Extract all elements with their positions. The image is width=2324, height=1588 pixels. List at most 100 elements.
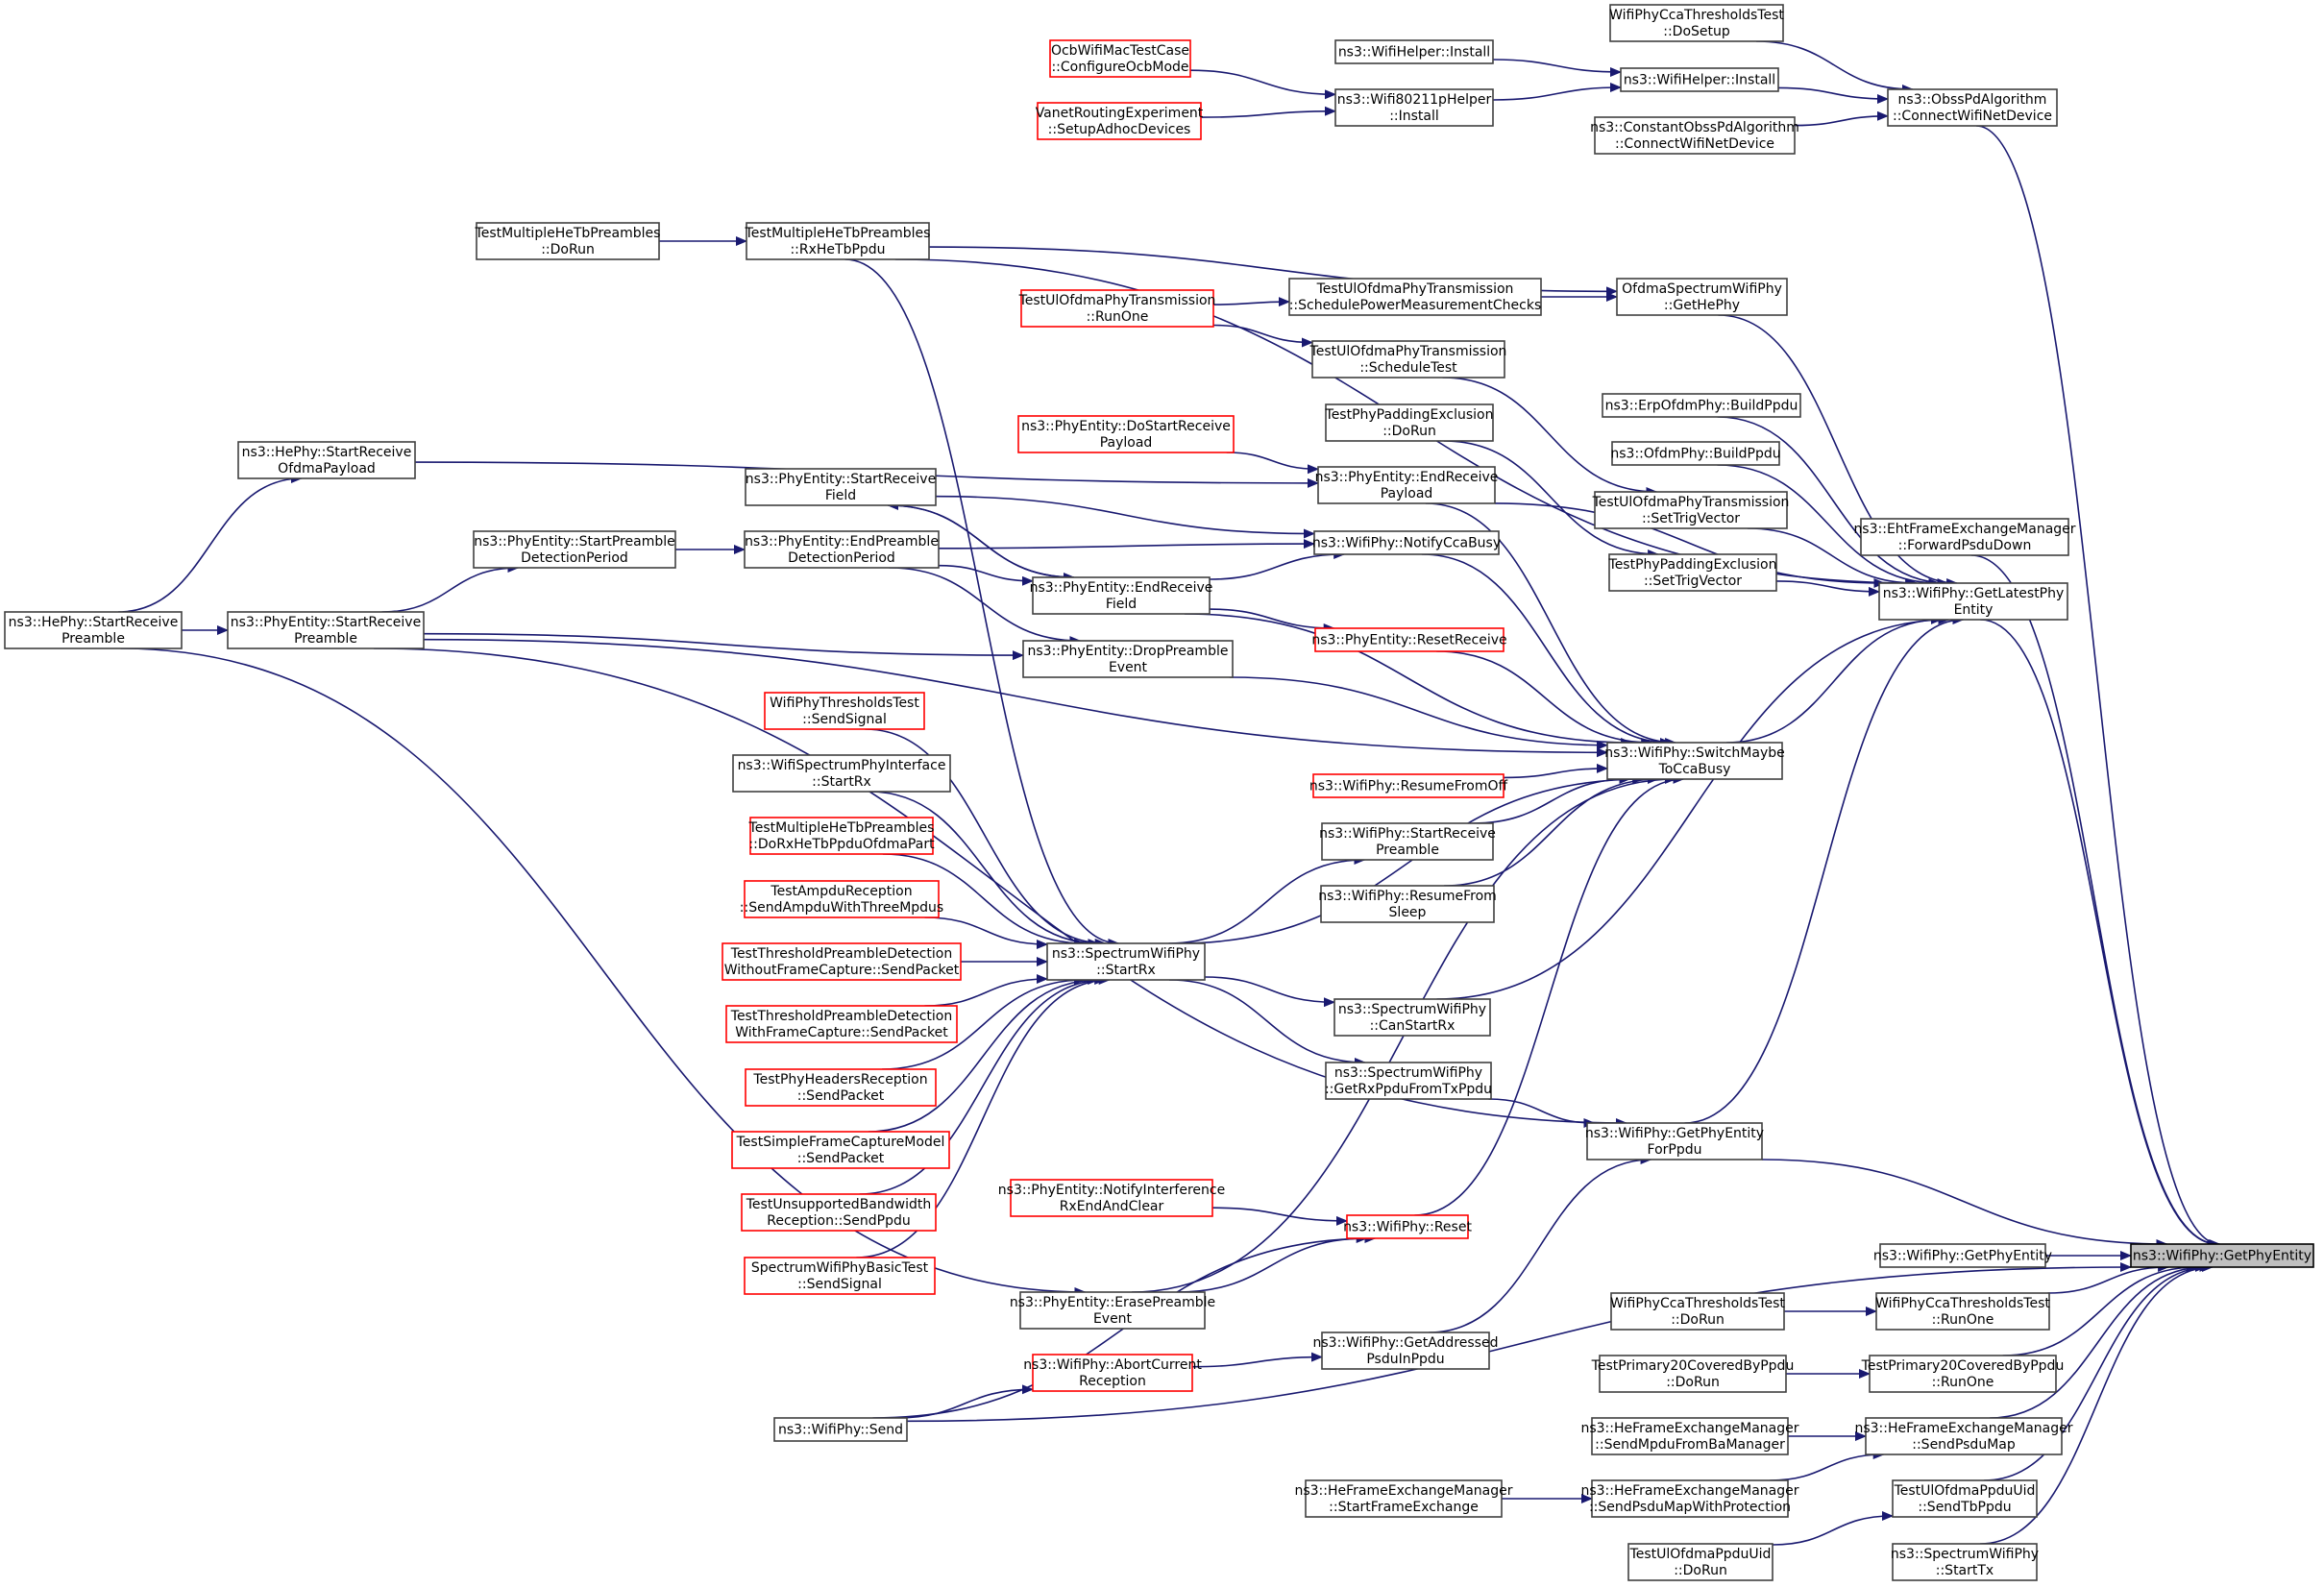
graph-node-ns3-spectrumwifiphy-starttx[interactable]: ns3::SpectrumWifiPhy::StartTx bbox=[1891, 1543, 2039, 1581]
graph-node-wifiphyccathresholdstest-dosetup[interactable]: WifiPhyCcaThresholdsTest::DoSetup bbox=[1609, 4, 1784, 42]
graph-node-ns3-heframeexchangemanager-sendpsdumap[interactable]: ns3::HeFrameExchangeManager::SendPsduMap bbox=[1854, 1417, 2073, 1455]
node-box bbox=[1602, 393, 1801, 418]
graph-node-testunsupportedbandwidthreception-sendppdu[interactable]: TestUnsupportedBandwidthReception::SendP… bbox=[741, 1193, 937, 1232]
graph-node-wifiphyccathresholdstest-dorun[interactable]: WifiPhyCcaThresholdsTest::DoRun bbox=[1610, 1292, 1785, 1331]
edge-arrow-ccaDoSetup-to-obssConnect bbox=[1755, 40, 1914, 94]
call-edge bbox=[856, 975, 1111, 1258]
graph-node-testmultiplehetbpreambles-dorun[interactable]: TestMultipleHeTbPreambles::DoRun bbox=[475, 222, 661, 260]
graph-node-ns3-heframeexchangemanager-sendpsdumapwithprotection[interactable]: ns3::HeFrameExchangeManager::SendPsduMap… bbox=[1580, 1479, 1799, 1518]
edge-arrow-abortCurrent-to-getAddressed bbox=[1191, 1352, 1323, 1368]
graph-node-testmultiplehetbpreambles-rxhetbppdu[interactable]: TestMultipleHeTbPreambles::RxHeTbPpdu bbox=[745, 222, 931, 260]
node-label: ns3::PhyEntity::StartReceive bbox=[746, 472, 936, 487]
graph-node-ns3-spectrumwifiphy-canstartrx[interactable]: ns3::SpectrumWifiPhy::CanStartRx bbox=[1333, 998, 1491, 1037]
graph-node-ns3-wifiphy-reset[interactable]: ns3::WifiPhy::Reset bbox=[1343, 1214, 1472, 1239]
node-label: ns3::SpectrumWifiPhy bbox=[1052, 946, 1200, 962]
graph-node-testprimary20coveredbyppdu-runone[interactable]: TestPrimary20CoveredByPpdu::RunOne bbox=[1861, 1355, 2065, 1393]
graph-node-wifiphythresholdstest-sendsignal[interactable]: WifiPhyThresholdsTest::SendSignal bbox=[764, 692, 925, 730]
call-edge bbox=[1436, 650, 1653, 747]
call-edge bbox=[423, 638, 1608, 758]
graph-node-ns3-constantobsspdalgorithm-connectwifinetdevice[interactable]: ns3::ConstantObssPdAlgorithm::ConnectWif… bbox=[1590, 116, 1799, 155]
graph-node-wifiphyccathresholdstest-runone[interactable]: WifiPhyCcaThresholdsTest::RunOne bbox=[1875, 1292, 2050, 1331]
node-label: ::StartRx bbox=[1096, 963, 1156, 978]
call-edge bbox=[906, 1262, 2132, 1423]
graph-node-testprimary20coveredbyppdu-dorun[interactable]: TestPrimary20CoveredByPpdu::DoRun bbox=[1591, 1355, 1795, 1393]
edge-arrow-endPreDet-to-notifyCcaBusy bbox=[938, 539, 1315, 550]
graph-node-ns3-wifi80211phelper-install[interactable]: ns3::Wifi80211pHelper::Install bbox=[1334, 88, 1494, 127]
graph-node-testphypaddingexclusion-dorun[interactable]: TestPhyPaddingExclusion::DoRun bbox=[1325, 403, 1494, 442]
call-edge bbox=[1979, 1262, 2214, 1545]
graph-node-vanetroutingexperiment-setupadhocdevices[interactable]: VanetRoutingExperiment::SetupAdhocDevice… bbox=[1036, 102, 1204, 140]
graph-node-testthresholdpreambledetectionwithoutframecapture-sendpacket[interactable]: TestThresholdPreambleDetectionWithoutFra… bbox=[722, 942, 962, 981]
graph-node-testulofdmaphytransmission-runone[interactable]: TestUlOfdmaPhyTransmission::RunOne bbox=[1018, 289, 1216, 328]
node-label: TestPhyPaddingExclusion bbox=[1608, 557, 1777, 573]
graph-node-testphypaddingexclusion-settrigvector[interactable]: TestPhyPaddingExclusion::SetTrigVector bbox=[1608, 553, 1777, 592]
graph-node-ofdmaspectrumwifiphy-gethephy[interactable]: OfdmaSpectrumWifiPhy::GetHePhy bbox=[1616, 278, 1788, 316]
node-label: ns3::HePhy::StartReceive bbox=[242, 445, 412, 460]
graph-node-testulofdmaphytransmission-settrigvector[interactable]: TestUlOfdmaPhyTransmission::SetTrigVecto… bbox=[1592, 491, 1790, 529]
graph-node-ns3-heframeexchangemanager-sendmpdufrombamanager[interactable]: ns3::HeFrameExchangeManager::SendMpduFro… bbox=[1580, 1417, 1799, 1455]
node-label: ::StartRx bbox=[812, 774, 871, 790]
graph-node-ns3-phyentity-notifyinterferencerxendandclear[interactable]: ns3::PhyEntity::NotifyInterferenceRxEndA… bbox=[998, 1179, 1225, 1217]
node-label: ::SetTrigVector bbox=[1644, 574, 1742, 589]
graph-node-ns3-obsspdalgorithm-connectwifinetdevice[interactable]: ns3::ObssPdAlgorithm::ConnectWifiNetDevi… bbox=[1887, 88, 2058, 127]
graph-node-ocbwifimactestcase-configureocbmode[interactable]: OcbWifiMacTestCase::ConfigureOcbMode bbox=[1049, 39, 1191, 78]
graph-node-ns3-wifiphy-notifyccabusy[interactable]: ns3::WifiPhy::NotifyCcaBusy bbox=[1312, 530, 1501, 555]
graph-node-testulofdmaphytransmission-scheduletest[interactable]: TestUlOfdmaPhyTransmission::ScheduleTest bbox=[1309, 340, 1507, 379]
graph-node-ns3-ofdmphy-buildppdu[interactable]: ns3::OfdmPhy::BuildPpdu bbox=[1610, 441, 1781, 466]
node-label: ::Install bbox=[1389, 109, 1439, 124]
graph-node-testulofdmappduuid-sendtbppdu[interactable]: TestUlOfdmaPpduUid::SendTbPpdu bbox=[1892, 1479, 2038, 1518]
call-edge bbox=[1425, 502, 1677, 747]
node-label: Event bbox=[1093, 1311, 1133, 1327]
graph-node-ns3-wifiphy-send[interactable]: ns3::WifiPhy::Send bbox=[773, 1417, 908, 1442]
graph-node-spectrumwifiphybasictest-sendsignal[interactable]: SpectrumWifiPhyBasicTest::SendSignal bbox=[744, 1257, 936, 1295]
node-label: ::GetRxPpduFromTxPpdu bbox=[1325, 1082, 1492, 1097]
graph-node-testampdureception-sendampduwiththreempdus[interactable]: TestAmpduReception::SendAmpduWithThreeMp… bbox=[740, 880, 943, 918]
node-label: ::SendSignal bbox=[797, 1277, 882, 1292]
graph-node-testulofdmappduuid-dorun[interactable]: TestUlOfdmaPpduUid::DoRun bbox=[1627, 1543, 1774, 1581]
graph-node-ns3-wifihelper-install[interactable]: ns3::WifiHelper::Install bbox=[1334, 39, 1494, 64]
call-edge bbox=[924, 974, 1048, 1007]
graph-node-testthresholdpreambledetectionwithframecapture-sendpacket[interactable]: TestThresholdPreambleDetectionWithFrameC… bbox=[725, 1005, 958, 1043]
graph-node-testulofdmaphytransmission-schedulepowermeasurementchecks[interactable]: TestUlOfdmaPhyTransmission::SchedulePowe… bbox=[1288, 278, 1542, 316]
graph-node-ns3-erpofdmphy-buildppdu[interactable]: ns3::ErpOfdmPhy::BuildPpdu bbox=[1602, 393, 1801, 418]
graph-node-testsimpleframecapturemodel-sendpacket[interactable]: TestSimpleFrameCaptureModel::SendPacket bbox=[731, 1131, 950, 1169]
node-box bbox=[1611, 441, 1780, 466]
graph-node-ns3-wifispectrumphyinterface-startrx[interactable]: ns3::WifiSpectrumPhyInterface::StartRx bbox=[732, 754, 951, 793]
graph-node-ns3-spectrumwifiphy-getrxppdufromtxppdu[interactable]: ns3::SpectrumWifiPhy::GetRxPpduFromTxPpd… bbox=[1325, 1062, 1492, 1100]
graph-node-testmultiplehetbpreambles-dorxhetbppduofdmapart[interactable]: TestMultipleHeTbPreambles::DoRxHeTbPpduO… bbox=[748, 817, 936, 855]
call-edge bbox=[887, 501, 1074, 578]
node-label: Payload bbox=[1381, 486, 1433, 501]
edge-arrow-doStartRxPayload-to-endRxPayload bbox=[1226, 452, 1319, 475]
node-label: OfdmaSpectrumWifiPhy bbox=[1622, 281, 1782, 297]
graph-node-testphyheadersreception-sendpacket[interactable]: TestPhyHeadersReception::SendPacket bbox=[745, 1068, 937, 1107]
node-label: ns3::ErpOfdmPhy::BuildPpdu bbox=[1605, 399, 1798, 414]
node-box bbox=[764, 692, 925, 730]
graph-node-ns3-phyentity-startpreambledetectionperiod[interactable]: ns3::PhyEntity::StartPreambleDetectionPe… bbox=[473, 530, 676, 569]
graph-node-ns3-ehtframeexchangemanager-forwardpsdudown[interactable]: ns3::EhtFrameExchangeManager::ForwardPsd… bbox=[1853, 518, 2076, 556]
call-edge bbox=[1177, 774, 1645, 944]
graph-node-ns3-phyentity-endpreambledetectionperiod[interactable]: ns3::PhyEntity::EndPreambleDetectionPeri… bbox=[744, 530, 940, 569]
graph-node-ns3-phyentity-resetreceive[interactable]: ns3::PhyEntity::ResetReceive bbox=[1311, 627, 1507, 652]
graph-node-ns3-heframeexchangemanager-startframeexchange[interactable]: ns3::HeFrameExchangeManager::StartFrameE… bbox=[1294, 1479, 1513, 1518]
graph-node-ns3-spectrumwifiphy-startrx[interactable]: ns3::SpectrumWifiPhy::StartRx bbox=[1046, 942, 1206, 981]
graph-node-ns3-wifihelper-install[interactable]: ns3::WifiHelper::Install bbox=[1620, 67, 1779, 92]
node-label: OcbWifiMacTestCase bbox=[1051, 43, 1189, 59]
graph-node-ns3-wifiphy-resumefromoff[interactable]: ns3::WifiPhy::ResumeFromOff bbox=[1309, 773, 1508, 798]
graph-node-ns3-wifiphy-getphyentity[interactable]: ns3::WifiPhy::GetPhyEntity bbox=[1873, 1243, 2052, 1268]
